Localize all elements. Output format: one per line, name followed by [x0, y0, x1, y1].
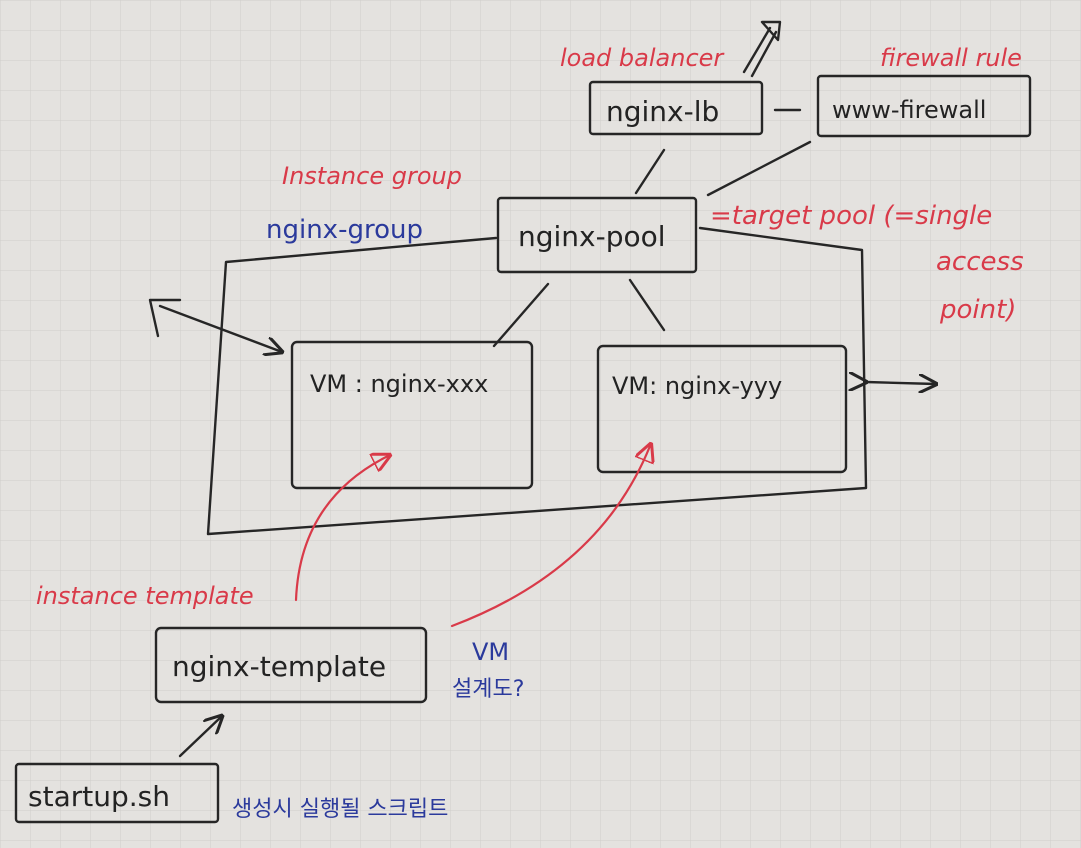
pool-vm2-connector	[628, 278, 666, 332]
startup-box[interactable]	[14, 762, 220, 824]
instance-group-label: Instance group	[282, 162, 462, 190]
instance-template-label: instance template	[36, 582, 254, 610]
startup-label: startup.sh	[28, 780, 170, 813]
firewall-label: www-firewall	[832, 96, 986, 124]
template-vm1-arrow	[294, 456, 388, 602]
group-label: nginx-group	[266, 215, 423, 245]
vm2-label: VM: nginx-yyy	[612, 372, 782, 400]
template-vm2-arrow	[450, 446, 650, 628]
vm1-box[interactable]	[290, 340, 534, 490]
target-pool-note-point: point)	[939, 295, 1016, 325]
template-label: nginx-template	[172, 650, 386, 683]
lb-pool-connector	[634, 148, 666, 195]
startup-note: 생성시 실행될 스크립트	[232, 797, 448, 822]
lb-label: nginx-lb	[606, 95, 719, 128]
template-box[interactable]	[154, 626, 428, 704]
firewall-rule-label: firewall rule	[880, 44, 1022, 72]
vm-design-note: VM	[472, 638, 509, 666]
pool-box[interactable]	[496, 196, 698, 274]
firewall-pool-connector	[706, 140, 812, 197]
external-arrow-left	[148, 298, 282, 352]
pool-label: nginx-pool	[518, 220, 666, 253]
lb-box[interactable]	[588, 80, 764, 136]
up-arrow-icon	[742, 20, 782, 78]
target-pool-note-access: access	[936, 247, 1024, 277]
target-pool-note: =target pool (=single	[710, 201, 992, 231]
external-arrow-right	[866, 382, 936, 384]
vm1-label: VM : nginx-xxx	[310, 370, 488, 398]
vm2-box[interactable]	[596, 344, 848, 474]
load-balancer-label: load balancer	[560, 44, 725, 72]
vm-design-note-2: 설계도?	[452, 677, 524, 702]
group-container	[206, 226, 868, 536]
startup-template-arrow	[178, 716, 222, 758]
firewall-box[interactable]	[816, 74, 1032, 138]
pool-vm1-connector	[492, 282, 550, 348]
